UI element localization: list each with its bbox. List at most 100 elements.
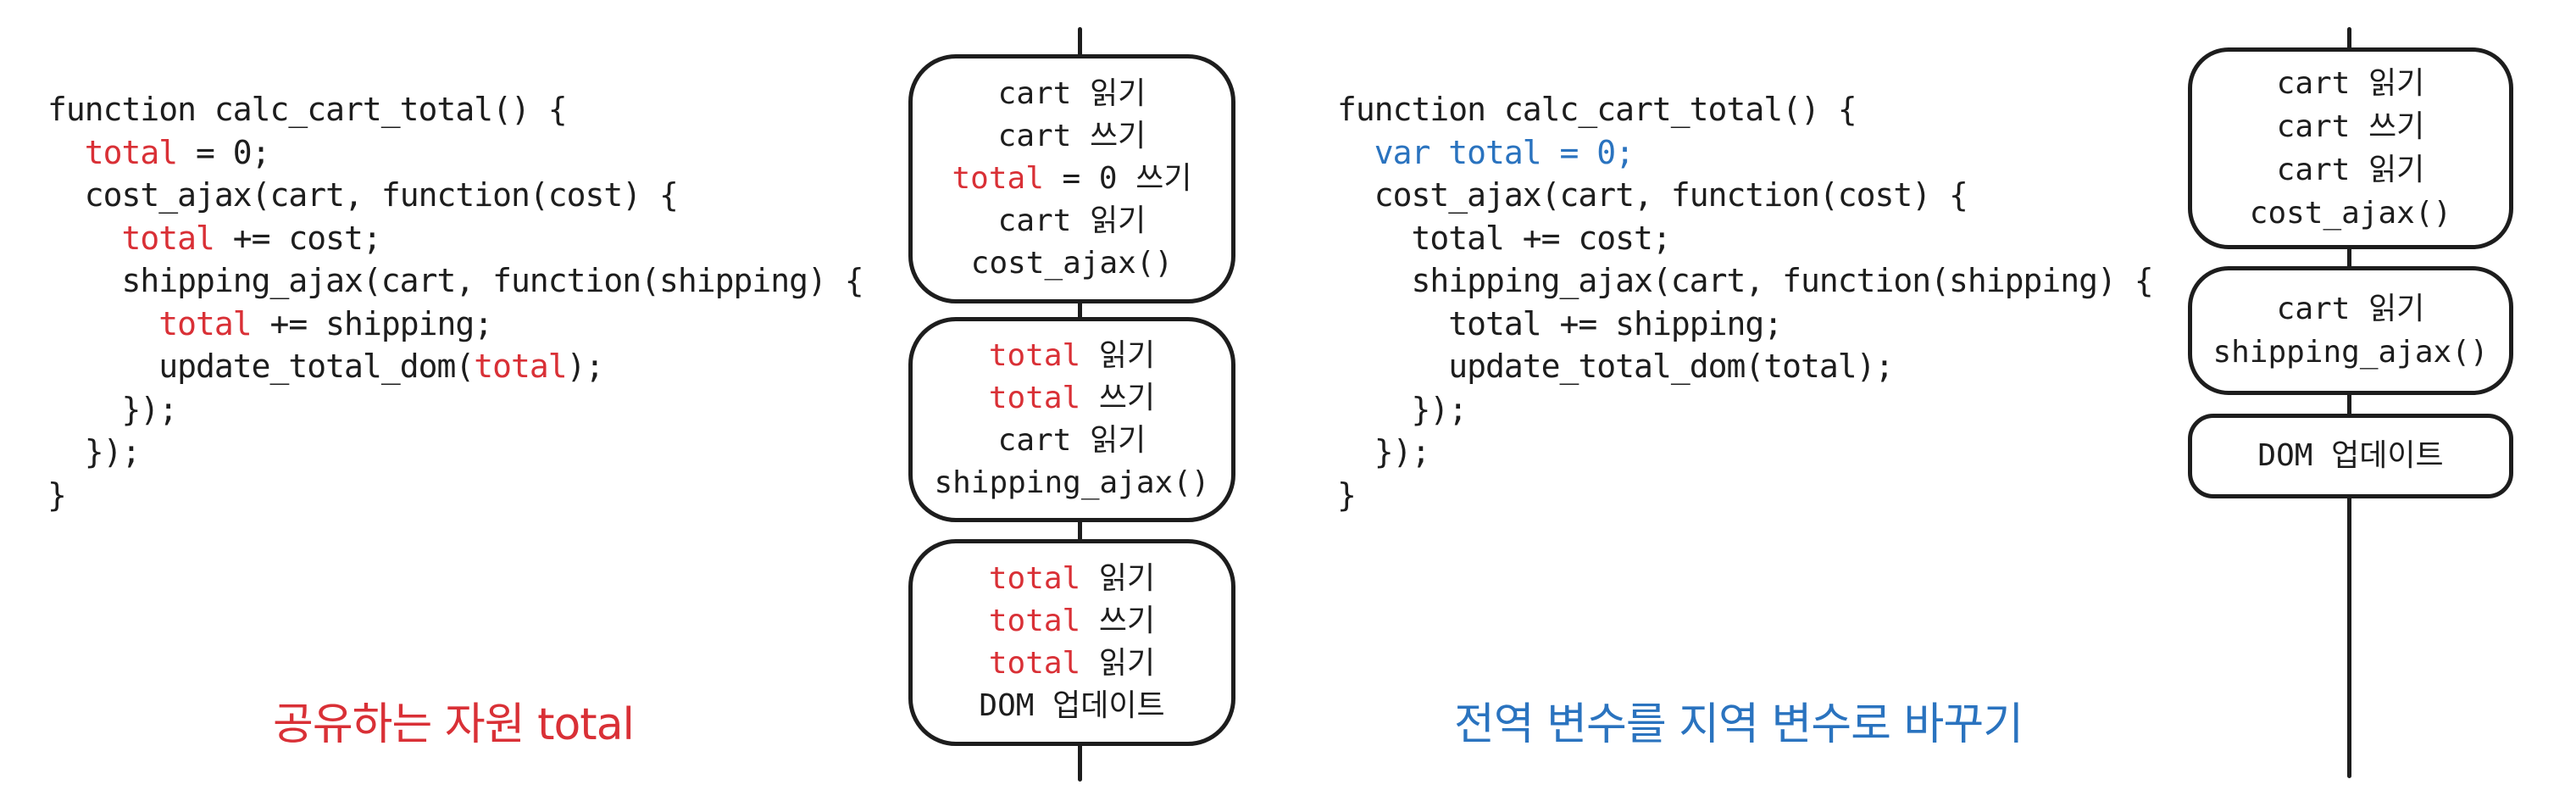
timeline-action: cart 읽기	[2277, 287, 2425, 331]
action-verb: 읽기	[2368, 292, 2425, 326]
timeline-action: cart 읽기	[998, 200, 1146, 242]
code-token: function calc_cart_total() {	[47, 91, 568, 128]
code-line: function calc_cart_total() {	[1337, 88, 2153, 131]
action-subject: cart	[997, 76, 1072, 111]
right-caption: 전역 변수를 지역 변수로 바꾸기	[1454, 699, 2024, 750]
action-subject: cart	[2276, 109, 2351, 144]
code-token: update_total_dom(total);	[1448, 348, 1894, 385]
action-verb: 업데이트	[1052, 688, 1165, 723]
code-line: shipping_ajax(cart, function(shipping) {	[1337, 259, 2154, 303]
code-token: }	[1337, 476, 1357, 514]
timeline-action: total 읽기	[989, 558, 1155, 600]
action-subject: cart	[997, 423, 1072, 458]
right-code-block: function calc_cart_total() { var total =…	[1337, 88, 2154, 517]
code-token: });	[1374, 433, 1431, 470]
code-token: });	[1411, 390, 1468, 428]
code-token: }	[47, 476, 67, 514]
code-line: });	[1337, 431, 2153, 474]
highlighted-code-token: total	[474, 348, 567, 385]
code-line: });	[1337, 388, 2153, 431]
right-timeline-line	[2347, 27, 2351, 778]
action-expression: = 0	[1043, 161, 1136, 196]
action-verb: 읽기	[1090, 76, 1146, 111]
action-verb: 쓰기	[1098, 381, 1156, 415]
timeline-action: cart 쓰기	[2277, 105, 2425, 148]
action-subject: total	[988, 381, 1081, 415]
highlighted-code-token: total	[158, 304, 252, 342]
highlighted-code-token: total	[121, 219, 215, 257]
code-line: cost_ajax(cart, function(cost) {	[47, 174, 863, 217]
code-token: });	[121, 390, 179, 428]
action-verb: 읽기	[2368, 153, 2425, 187]
code-token: );	[566, 348, 605, 385]
action-subject: cart	[2276, 292, 2351, 326]
right-timeline-box-2: cart 읽기 shipping_ajax()	[2188, 266, 2513, 395]
action-subject: total	[988, 561, 1081, 596]
code-line: update_total_dom(total);	[1337, 345, 2153, 388]
code-line: });	[47, 388, 863, 431]
highlighted-code-token: var total = 0;	[1374, 133, 1635, 171]
action-subject: cart	[2276, 66, 2351, 101]
code-token: update_total_dom(	[158, 348, 475, 385]
highlighted-code-token: total	[84, 133, 178, 171]
timeline-action: total 쓰기	[989, 600, 1155, 643]
right-timeline-box-3: DOM 업데이트	[2188, 414, 2513, 498]
code-line: total += shipping;	[47, 303, 863, 346]
action-verb: 읽기	[1098, 561, 1156, 596]
code-line: total += shipping;	[1337, 303, 2153, 346]
action-subject: total	[988, 604, 1081, 638]
action-verb: 쓰기	[1135, 161, 1192, 196]
code-token: total += cost;	[1411, 219, 1672, 257]
action-verb: 쓰기	[1090, 119, 1146, 153]
code-line: }	[1337, 474, 2153, 517]
timeline-action: cart 읽기	[2277, 62, 2425, 105]
timeline-action: total 읽기	[989, 643, 1155, 685]
left-code-block: function calc_cart_total() { total = 0; …	[47, 88, 864, 517]
timeline-action: total 읽기	[989, 335, 1155, 377]
code-token: });	[84, 433, 142, 470]
code-token: shipping_ajax(cart, function(shipping) {	[121, 262, 864, 299]
action-subject: cart	[997, 203, 1072, 238]
action-verb: 읽기	[1090, 203, 1146, 238]
code-line: total += cost;	[1337, 217, 2153, 260]
code-line: shipping_ajax(cart, function(shipping) {	[47, 259, 864, 303]
action-subject: cart	[997, 119, 1072, 153]
action-subject: cost_ajax()	[970, 246, 1174, 281]
timeline-action: shipping_ajax()	[2212, 331, 2488, 374]
action-subject: total	[988, 646, 1081, 681]
action-verb: 쓰기	[2368, 109, 2425, 144]
timeline-action: cost_ajax()	[2250, 192, 2451, 235]
timeline-action: cost_ajax()	[971, 242, 1173, 285]
code-token: shipping_ajax(cart, function(shipping) {	[1411, 262, 2154, 299]
code-line: total += cost;	[47, 217, 863, 260]
code-token: = 0;	[177, 133, 271, 171]
timeline-action: DOM 업데이트	[2257, 435, 2443, 477]
action-subject: total	[988, 338, 1081, 373]
action-verb: 읽기	[1098, 338, 1156, 373]
code-line: update_total_dom(total);	[47, 345, 863, 388]
code-token: cost_ajax(cart, function(cost) {	[84, 176, 679, 214]
code-line: }	[47, 474, 863, 517]
timeline-action: cart 읽기	[998, 73, 1146, 115]
code-line: });	[47, 431, 863, 474]
action-subject: shipping_ajax()	[2212, 335, 2489, 370]
action-verb: 읽기	[2368, 66, 2425, 101]
timeline-action: shipping_ajax()	[934, 462, 1209, 504]
code-token: += shipping;	[251, 304, 494, 342]
action-subject: cart	[2276, 153, 2351, 187]
timeline-action: cart 읽기	[2277, 148, 2425, 192]
left-caption: 공유하는 자원 total	[273, 699, 635, 750]
action-subject: shipping_ajax()	[934, 465, 1210, 500]
action-verb: 쓰기	[1098, 604, 1156, 638]
code-line: var total = 0;	[1337, 131, 2153, 175]
action-subject: DOM	[979, 688, 1035, 723]
timeline-action: total 쓰기	[989, 377, 1155, 420]
action-subject: DOM	[2257, 438, 2313, 473]
action-verb: 읽기	[1098, 646, 1156, 681]
action-subject: total	[952, 161, 1044, 196]
code-line: total = 0;	[47, 131, 863, 175]
action-subject: cost_ajax()	[2249, 196, 2452, 231]
